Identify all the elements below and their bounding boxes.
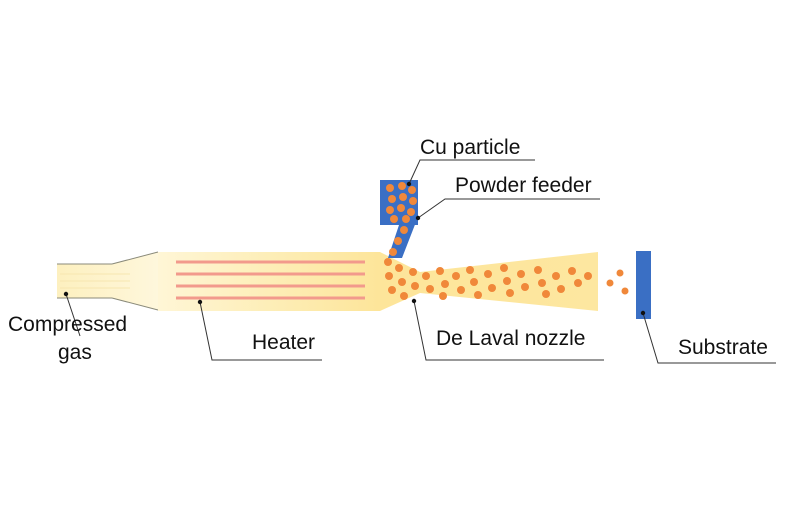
label-de-laval-nozzle: De Laval nozzle (436, 327, 585, 350)
nozzle-particles (384, 258, 592, 300)
feeder-particles (386, 182, 417, 256)
label-compressed-gas-line2: gas (58, 341, 92, 364)
label-heater: Heater (252, 331, 315, 354)
label-substrate: Substrate (678, 336, 768, 359)
substrate (636, 251, 651, 319)
gas-stream-body (158, 252, 598, 311)
label-compressed-gas-line1: Compressed (8, 313, 127, 336)
heater-elements (176, 260, 365, 300)
label-cu-particle: Cu particle (420, 136, 520, 159)
label-powder-feeder: Powder feeder (455, 174, 592, 197)
spray-particles (606, 269, 629, 295)
leader-lines (63, 159, 776, 364)
gas-inlet (57, 251, 159, 311)
